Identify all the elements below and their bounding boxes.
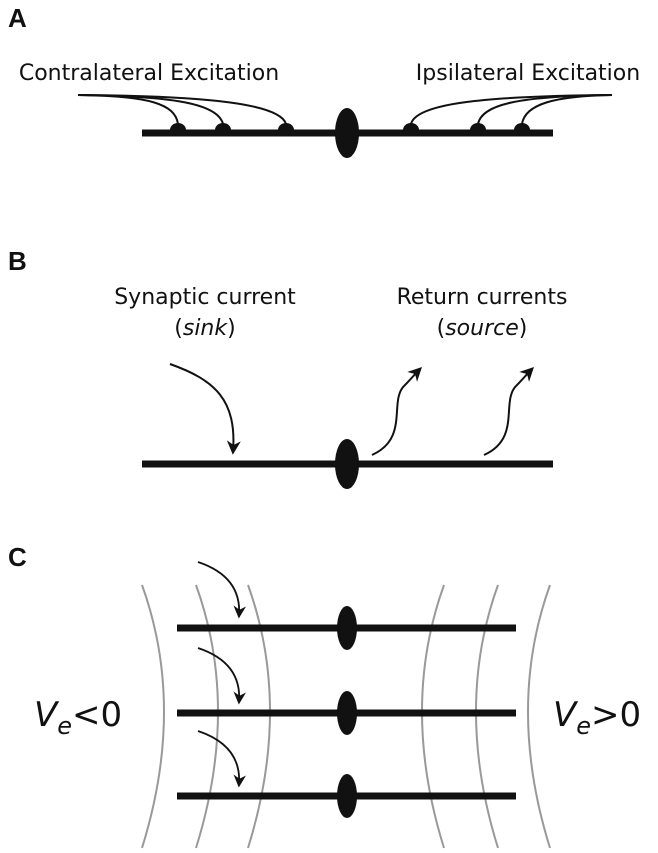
panel-c-soma-3 xyxy=(337,774,357,818)
source-label: (source) xyxy=(437,316,528,341)
panel-a-letter: A xyxy=(8,3,27,33)
synapse-boutons xyxy=(170,123,530,130)
panel-a: A Contralateral Excitation Ipsilateral E… xyxy=(8,3,640,158)
negative-potential-label: Ve<0 xyxy=(34,695,122,740)
return-current-arrow-2 xyxy=(483,367,534,456)
panel-b-letter: B xyxy=(8,246,27,276)
synaptic-current-label: Synaptic current xyxy=(114,285,296,310)
ipsilateral-fiber-3 xyxy=(521,94,613,125)
panel-a-soma xyxy=(335,108,359,158)
return-currents-label: Return currents xyxy=(397,285,568,310)
contralateral-excitation-label: Contralateral Excitation xyxy=(19,61,279,86)
panel-b-soma xyxy=(335,439,359,489)
panel-b: B Synaptic current (sink) Return current… xyxy=(8,246,567,489)
synapse-bouton xyxy=(278,123,294,130)
panel-c-letter: C xyxy=(8,542,27,572)
field-line xyxy=(527,584,551,849)
ipsilateral-excitation-label: Ipsilateral Excitation xyxy=(416,61,640,86)
synapse-bouton xyxy=(215,123,231,130)
panel-c-soma-2 xyxy=(337,691,357,735)
return-current-arrow-1 xyxy=(371,367,422,456)
sink-arrow-3 xyxy=(197,730,247,788)
synapse-bouton xyxy=(470,123,486,130)
sink-arrow-1 xyxy=(197,561,247,619)
contralateral-fibers xyxy=(77,94,287,125)
synapse-bouton xyxy=(170,123,186,130)
sink-label: (sink) xyxy=(174,316,235,341)
synapse-bouton xyxy=(403,123,419,130)
positive-potential-label: Ve>0 xyxy=(553,695,641,740)
ipsilateral-fiber-1 xyxy=(410,94,613,125)
field-line xyxy=(141,584,165,849)
contralateral-fiber-3 xyxy=(77,94,287,125)
sink-arrow-2 xyxy=(197,647,247,705)
synapse-bouton xyxy=(514,123,530,130)
panel-c-soma-1 xyxy=(337,606,357,650)
panel-c: C Ve<0 Ve>0 xyxy=(8,542,641,849)
ipsilateral-fibers xyxy=(410,94,613,125)
sink-current-arrow xyxy=(169,363,241,455)
